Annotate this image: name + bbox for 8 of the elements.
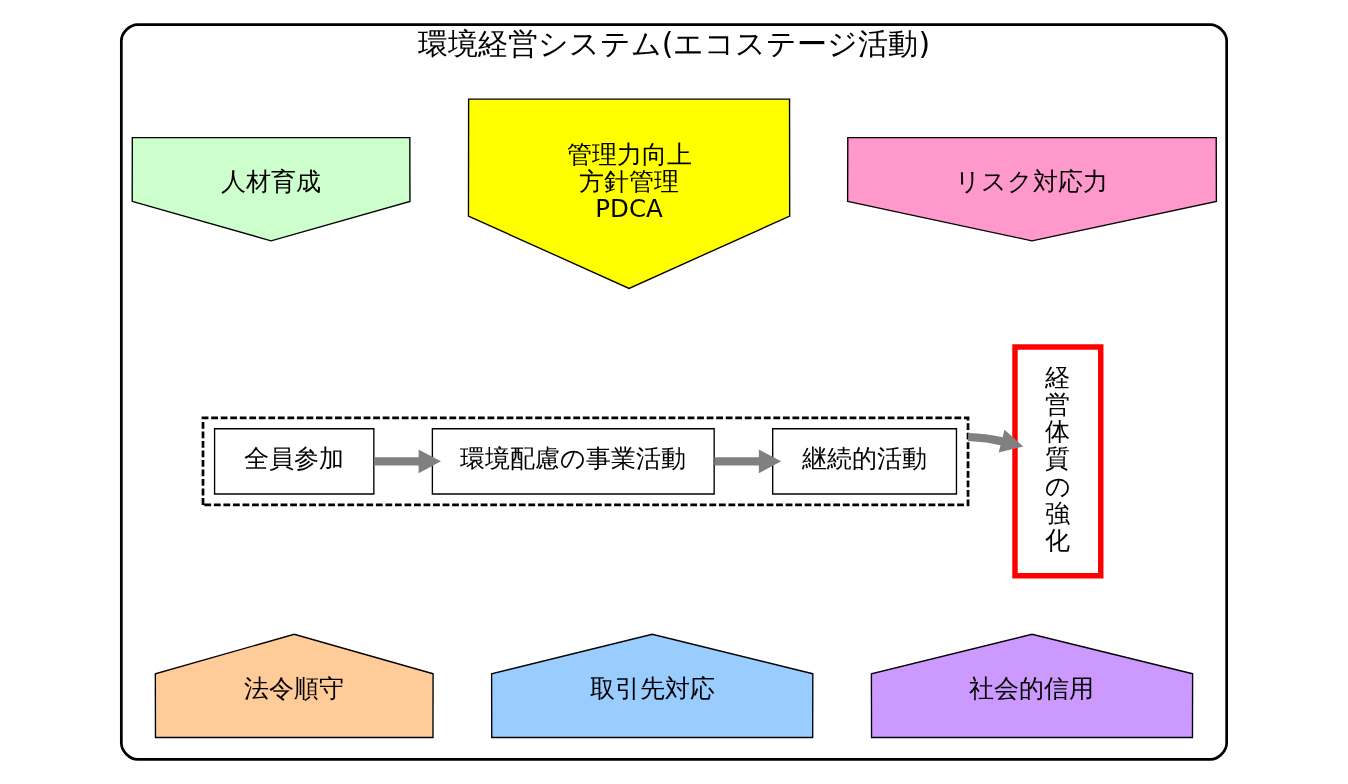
arrow: [374, 449, 441, 474]
cluster: [201, 416, 970, 507]
node-box: 環境配慮の事業活動: [431, 428, 715, 495]
node-box: 経営体質の強化: [1012, 344, 1104, 579]
node-box: 全員参加: [213, 428, 375, 495]
node-box: 継続的活動: [772, 428, 958, 495]
arrow: [967, 429, 1024, 453]
arrow: [714, 449, 782, 474]
